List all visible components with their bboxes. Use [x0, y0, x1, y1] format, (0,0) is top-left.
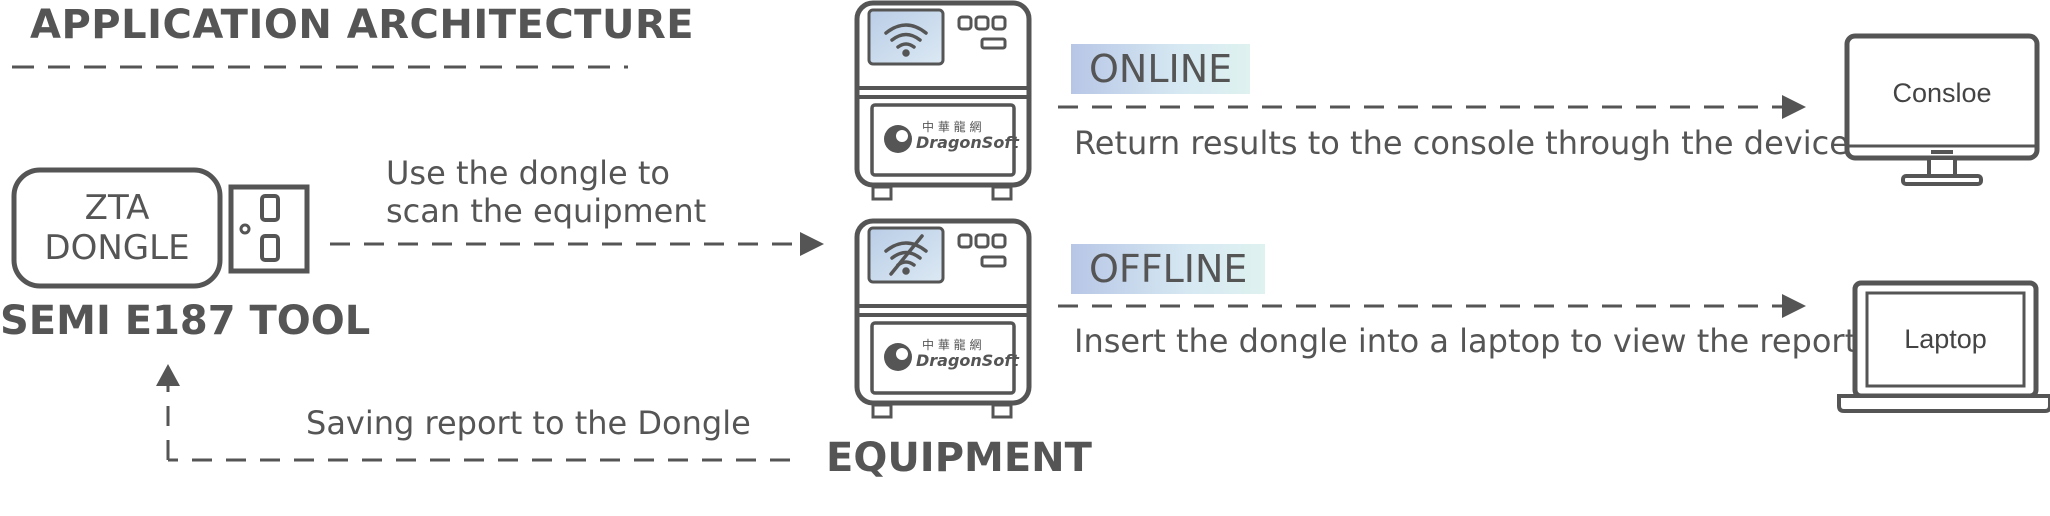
wifi-off-icon [884, 234, 928, 276]
save-arrowhead [156, 364, 180, 386]
dongle-label: ZTA DONGLE [14, 188, 220, 268]
online-arrowhead [1782, 95, 1806, 119]
dongle-label-line1: ZTA [84, 188, 150, 228]
brand-chinese-online: 中 華 龍 網 [922, 120, 982, 134]
laptop-icon [1837, 280, 2050, 413]
equipment-offline-device [854, 218, 1032, 419]
console-label: Consloe [1892, 78, 1992, 108]
dragonsoft-logo [884, 343, 912, 371]
scan-caption-line2: scan the equipment [386, 192, 707, 230]
brand-name-offline: DragonSoft [916, 351, 1019, 370]
monitor-icon [1844, 33, 2040, 186]
scan-caption: Use the dongle to scan the equipment [386, 154, 706, 230]
brand-name-online: DragonSoft [916, 133, 1019, 152]
tool-label: SEMI E187 TOOL [0, 298, 371, 344]
save-caption: Saving report to the Dongle [306, 404, 751, 442]
diagram-title: APPLICATION ARCHITECTURE [30, 2, 695, 48]
usb-port-icon [228, 184, 310, 274]
scan-caption-line1: Use the dongle to [386, 154, 670, 192]
laptop-label: Laptop [1904, 324, 1987, 354]
dongle-label-line2: DONGLE [44, 228, 190, 268]
wifi-icon [884, 23, 928, 57]
online-badge: ONLINE [1071, 44, 1251, 94]
online-caption: Return results to the console through th… [1074, 124, 1849, 162]
offline-arrowhead [1782, 294, 1806, 318]
offline-badge: OFFLINE [1071, 244, 1266, 294]
dongle-body [11, 167, 223, 289]
equipment-label: EQUIPMENT [826, 435, 1092, 481]
offline-caption: Insert the dongle into a laptop to view … [1074, 322, 1858, 360]
scan-arrowhead [800, 232, 824, 256]
brand-chinese-offline: 中 華 龍 網 [922, 338, 982, 352]
equipment-online-device [854, 0, 1032, 201]
dragonsoft-logo [884, 125, 912, 153]
